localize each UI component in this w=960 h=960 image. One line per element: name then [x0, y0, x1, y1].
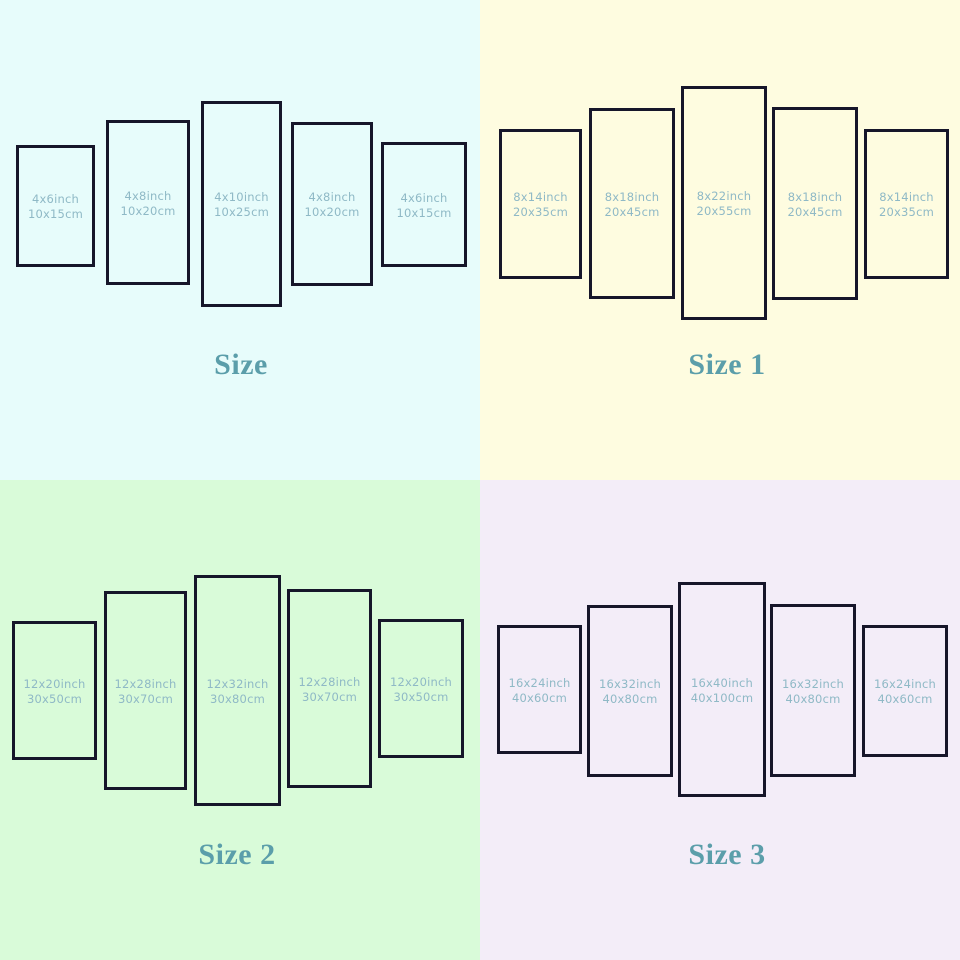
size-0-title: Size [214, 348, 268, 381]
panel-size-cm: 10x25cm [214, 205, 269, 219]
panel-size-inch: 4x8inch [124, 188, 172, 203]
panel-size-inch: 8x14inch [879, 190, 934, 204]
panel-size-cm: 40x80cm [785, 691, 841, 706]
panel-size-inch: 12x20inch [23, 676, 86, 691]
size-1-title: Size 1 [688, 348, 766, 381]
size-3-title: Size 3 [688, 838, 766, 871]
panel-size-inch: 16x40inch [691, 675, 753, 690]
panel-size-inch: 4x6inch [32, 192, 79, 206]
panel-size-inch: 12x28inch [114, 676, 177, 691]
panel-size-cm: 10x15cm [28, 207, 83, 221]
panel-size-cm: 30x70cm [118, 691, 173, 706]
panel-size-cm: 20x35cm [879, 205, 934, 219]
panel-size-cm: 20x45cm [604, 204, 660, 219]
panel-size-cm: 30x50cm [27, 691, 82, 706]
panel-size-cm: 30x70cm [302, 689, 357, 704]
panel-size-inch: 4x6inch [400, 190, 448, 205]
panel-size-cm: 10x20cm [304, 205, 360, 219]
panel-size-inch: 12x20inch [390, 674, 452, 689]
panel-size-cm: 20x35cm [513, 205, 568, 219]
panel-size-cm: 30x80cm [210, 691, 265, 706]
panel-size-inch: 16x24inch [874, 677, 936, 691]
panel-size-inch: 16x24inch [508, 675, 571, 690]
panel-size-cm: 40x60cm [512, 690, 567, 705]
panel-size-inch: 8x18inch [604, 189, 660, 204]
panel-size-inch: 8x14inch [513, 190, 568, 204]
panel-size-inch: 4x10inch [214, 190, 269, 204]
panel-size-cm: 10x20cm [120, 203, 176, 218]
panel-size-inch: 12x32inch [206, 676, 269, 691]
panel-size-cm: 40x80cm [602, 692, 658, 706]
panel-size-inch: 8x22inch [696, 189, 752, 203]
panel-size-inch: 8x18inch [787, 189, 843, 204]
panel-size-cm: 40x100cm [690, 690, 754, 705]
panel-size-inch: 16x32inch [782, 676, 844, 691]
panel-size-inch: 16x32inch [599, 677, 661, 691]
panel-size-inch: 12x28inch [298, 674, 361, 689]
size-2-title: Size 2 [198, 838, 276, 871]
panel-size-cm: 20x45cm [787, 204, 843, 219]
panel-size-cm: 40x60cm [877, 692, 933, 706]
panel-size-cm: 10x15cm [396, 205, 452, 220]
panel-size-cm: 30x50cm [393, 689, 449, 704]
panel-size-cm: 20x55cm [696, 204, 752, 218]
panel-size-inch: 4x8inch [308, 190, 356, 204]
